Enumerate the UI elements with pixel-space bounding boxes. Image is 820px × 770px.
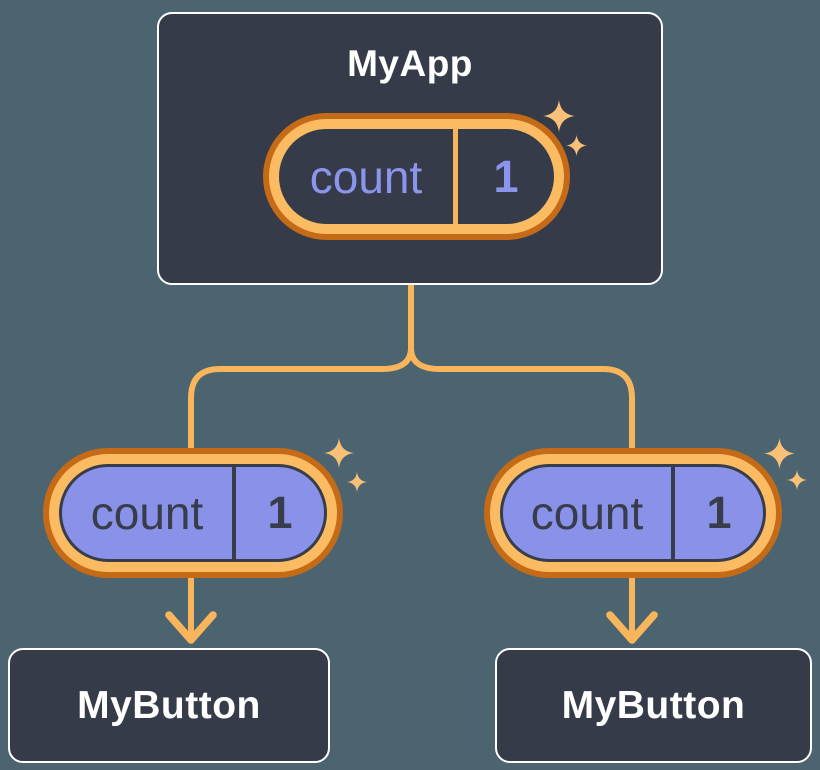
arrow-down-icon — [165, 611, 217, 644]
state-value: 1 — [706, 487, 732, 538]
state-divider — [671, 467, 675, 559]
sparkle-icon — [347, 472, 367, 492]
sparkle-icon — [566, 135, 587, 156]
sparkle-icon — [764, 438, 795, 469]
state-name: count — [90, 487, 204, 539]
state-value: 1 — [493, 150, 519, 202]
sparkle-icon — [543, 100, 575, 132]
state-pill-root: count 1 — [263, 113, 570, 240]
connector-branch-right — [408, 281, 635, 641]
state-pill-body: count 1 — [500, 464, 766, 562]
state-pill-ring: count 1 — [269, 119, 564, 234]
arrow-down-icon — [606, 611, 658, 644]
state-pill-ring: count 1 — [490, 454, 776, 572]
component-node-child-left: MyButton — [8, 648, 330, 763]
sparkle-icon — [787, 470, 807, 490]
state-value: 1 — [267, 487, 293, 538]
state-pill-body: count 1 — [59, 464, 327, 562]
state-pill-ring: count 1 — [49, 454, 337, 572]
state-pill-body: count 1 — [279, 129, 554, 224]
component-title: MyApp — [347, 43, 473, 84]
state-divider — [453, 129, 458, 224]
state-name: count — [530, 487, 644, 539]
state-pill-child-right: count 1 — [484, 448, 782, 578]
sparkle-icon — [324, 438, 354, 468]
state-pill-child-left: count 1 — [43, 448, 343, 578]
state-name: count — [309, 150, 423, 203]
component-node-child-right: MyButton — [495, 648, 812, 763]
state-divider — [232, 467, 236, 559]
component-title: MyButton — [77, 683, 261, 727]
component-title: MyButton — [561, 683, 746, 727]
